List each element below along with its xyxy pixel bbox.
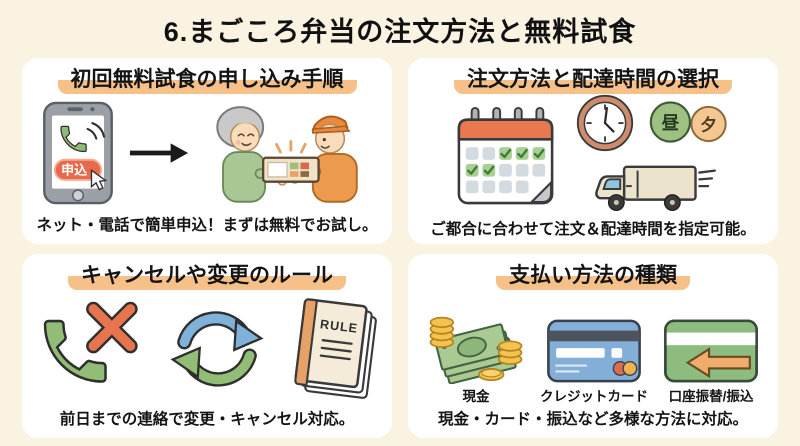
panel-payment-illustration: 現金 クレジットカード bbox=[416, 289, 770, 407]
panel-order-caption: ご都合に合わせて注文＆配達時間を指定可能。 bbox=[430, 221, 756, 239]
sparkle-icon bbox=[275, 140, 307, 154]
delivery-truck-icon bbox=[594, 165, 716, 212]
cursor-icon bbox=[90, 169, 108, 191]
panel-apply-caption: ネット・電話で簡単申込！まずは無料でお試し。 bbox=[36, 217, 378, 234]
rule-book-icon: RULE bbox=[294, 298, 377, 400]
apply-button: 申込 bbox=[53, 158, 103, 182]
phone-cancel-icon bbox=[43, 301, 138, 383]
x-mark-icon bbox=[86, 301, 138, 354]
panel-cancel: キャンセルや変更のルール bbox=[22, 254, 392, 438]
payment-label-bank-transfer: 口座振替/振込 bbox=[668, 389, 754, 404]
folded-corner bbox=[528, 179, 552, 203]
phone-call-icon bbox=[60, 122, 106, 153]
panel-cancel-caption: 前日までの連絡で変更・キャンセル対応。 bbox=[59, 411, 355, 428]
page-title: 6.まごころ弁当の注文方法と無料試食 bbox=[163, 17, 637, 47]
transfer-arrow-icon bbox=[685, 347, 751, 379]
svg-text:申込: 申込 bbox=[61, 163, 88, 178]
panel-order-title: 注文方法と配達時間の選択 bbox=[454, 67, 732, 94]
panel-apply: 初回無料試食の申し込み手順 申込 bbox=[22, 58, 392, 244]
payment-label-credit-card: クレジットカード bbox=[540, 389, 648, 404]
payment-method-bank-transfer: 口座振替/振込 bbox=[662, 318, 760, 405]
checkmark-icons bbox=[466, 148, 544, 175]
panel-cancel-illustration: RULE bbox=[30, 289, 384, 407]
panel-payment-caption: 現金・カード・振込など多様な方法に対応。 bbox=[437, 411, 748, 428]
noon-badge: 昼 bbox=[649, 101, 691, 143]
panel-apply-title: 初回無料試食の申し込み手順 bbox=[57, 67, 357, 94]
payment-label-cash: 現金 bbox=[462, 389, 490, 404]
panel-payment: 支払い方法の種類 bbox=[408, 254, 778, 438]
time-badges: 夕 昼 bbox=[649, 101, 727, 143]
panel-apply-illustration: 申込 bbox=[30, 93, 384, 213]
smartphone-icon: 申込 bbox=[43, 101, 113, 205]
speed-lines-icon bbox=[697, 169, 716, 188]
coin-stack-icon bbox=[429, 316, 523, 382]
arrow-right-icon bbox=[129, 143, 189, 163]
svg-text:昼: 昼 bbox=[661, 113, 679, 133]
svg-text:RULE: RULE bbox=[319, 317, 359, 336]
bento-box-icon bbox=[262, 156, 320, 183]
cash-icon bbox=[429, 316, 523, 384]
panel-cancel-title: キャンセルや変更のルール bbox=[68, 263, 346, 290]
clock-icon bbox=[576, 95, 633, 152]
panel-payment-title: 支払い方法の種類 bbox=[496, 263, 690, 290]
calendar-icon bbox=[457, 106, 553, 205]
refresh-arrows-icon bbox=[170, 311, 264, 387]
home-button-icon bbox=[71, 189, 85, 202]
payment-method-cash: 現金 bbox=[426, 310, 526, 405]
payment-method-credit-card: クレジットカード bbox=[540, 318, 648, 405]
credit-card-icon bbox=[547, 319, 641, 383]
panel-grid: 初回無料試食の申し込み手順 申込 bbox=[22, 58, 778, 438]
evening-badge: 夕 bbox=[689, 106, 727, 143]
bank-transfer-icon bbox=[664, 319, 758, 383]
bento-handoff-illustration bbox=[216, 106, 358, 203]
svg-text:夕: 夕 bbox=[700, 115, 717, 135]
panel-order-illustration: 夕 昼 bbox=[416, 93, 770, 217]
panel-order: 注文方法と配達時間の選択 bbox=[408, 58, 778, 244]
